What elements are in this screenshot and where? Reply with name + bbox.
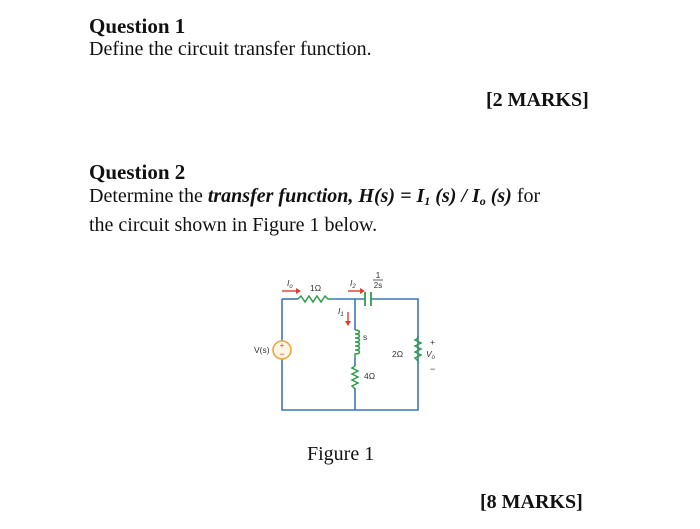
- capacitor-label-denominator: 2s: [374, 281, 382, 290]
- r3-label: 4Ω: [364, 371, 375, 381]
- question-1-heading: Question 1: [89, 14, 186, 38]
- current-i2-label: I2: [350, 278, 356, 290]
- resistor-2-ohm: [413, 337, 423, 364]
- circuit-diagram: + − V(s) Io I2 I1 1Ω s 4Ω 2Ω 1 2s + Vo −: [254, 270, 436, 411]
- capacitor-label-numerator: 1: [376, 270, 381, 280]
- inductor-label: s: [363, 332, 367, 342]
- question-2-marks: [8 MARKS]: [480, 491, 583, 513]
- current-io-label: Io: [287, 278, 293, 290]
- transfer-function-expression: transfer function, H(s) = I1 (s) / Io (s…: [207, 185, 512, 208]
- inductor: [354, 329, 361, 358]
- q2-line1-suffix: for: [511, 185, 541, 207]
- vo-plus: +: [430, 337, 435, 347]
- r1-label: 1Ω: [310, 283, 321, 293]
- source-label: V(s): [254, 345, 270, 355]
- circuit-wires: [281, 298, 419, 411]
- voltage-source: + −: [272, 340, 292, 360]
- resistor-1-ohm: [297, 294, 332, 304]
- question-2-line-2: the circuit shown in Figure 1 below.: [89, 214, 378, 236]
- capacitor: [364, 292, 372, 306]
- r2-label: 2Ω: [392, 349, 403, 359]
- resistor-4-ohm: [350, 365, 360, 390]
- current-arrows: [282, 288, 365, 326]
- question-2-heading: Question 2: [89, 160, 186, 184]
- question-1-text: Define the circuit transfer function.: [89, 38, 372, 60]
- figure-caption: Figure 1: [307, 443, 375, 465]
- q2-line1-prefix: Determine the: [89, 185, 208, 207]
- svg-text:+: +: [280, 341, 285, 350]
- question-2-line-1: Determine the transfer function, H(s) = …: [89, 185, 540, 209]
- current-i1-label: I1: [338, 306, 344, 318]
- vo-minus: −: [430, 364, 435, 374]
- question-1-marks: [2 MARKS]: [486, 89, 589, 111]
- svg-text:−: −: [279, 349, 284, 359]
- vo-label: Vo: [426, 349, 436, 361]
